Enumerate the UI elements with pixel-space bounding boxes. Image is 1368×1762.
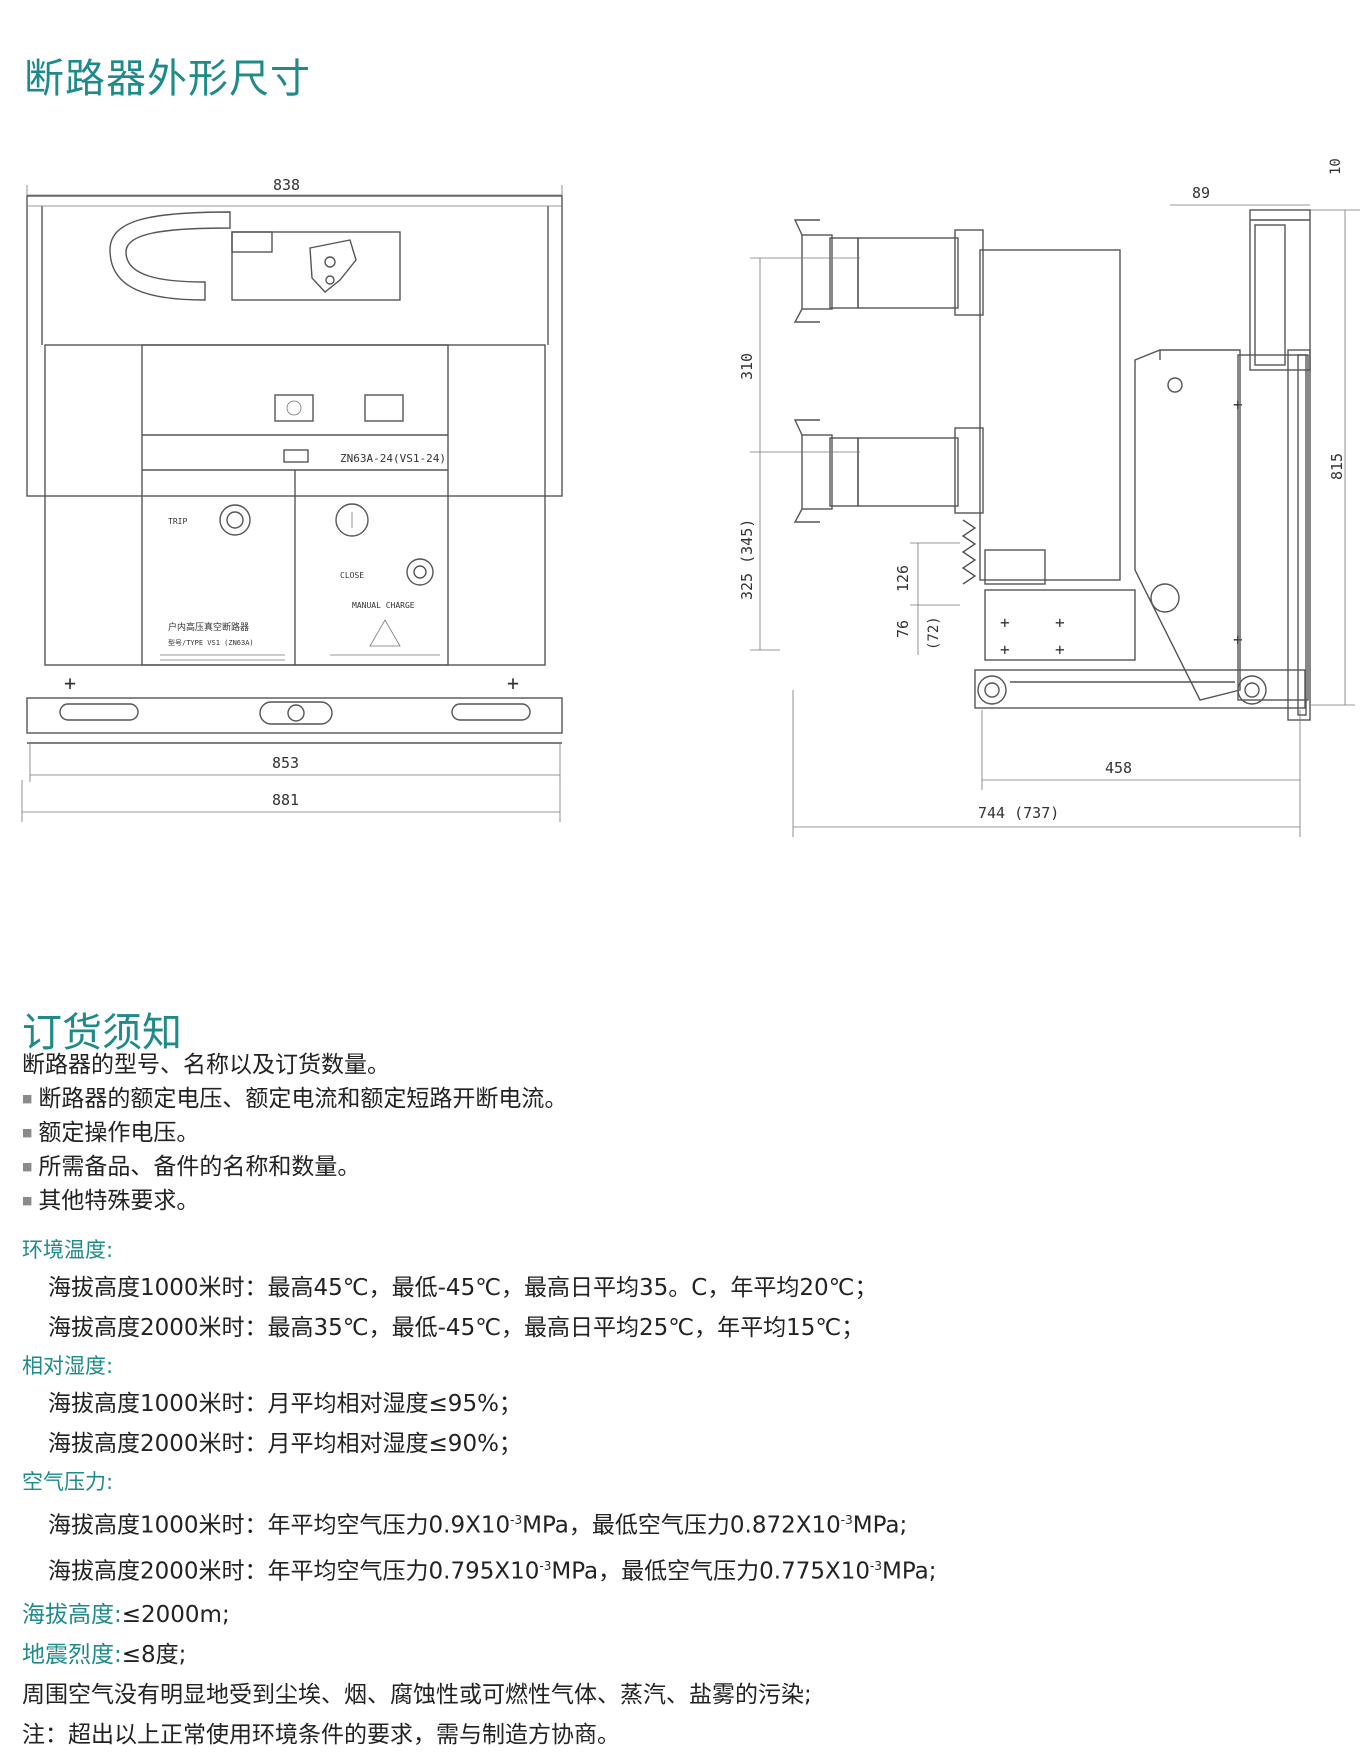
exponent: -3 bbox=[870, 1558, 882, 1573]
pressure-1000: 海拔高度1000米时：年平均空气压力0.9X10-3MPa，最低空气压力0.87… bbox=[22, 1500, 937, 1546]
exponent: -3 bbox=[840, 1513, 853, 1527]
ordering-list: 断路器的型号、名称以及订货数量。 断路器的额定电压、额定电流和额定短路开断电流。… bbox=[22, 1048, 567, 1218]
trip-label: TRIP bbox=[168, 517, 187, 526]
temp-label: 环境温度: bbox=[22, 1238, 114, 1262]
dim-881: 881 bbox=[272, 791, 299, 809]
svg-text:+: + bbox=[507, 671, 519, 695]
seismic-line: 地震烈度:≤8度; bbox=[22, 1635, 937, 1675]
close-label: CLOSE bbox=[340, 571, 364, 580]
altitude-line: 海拔高度:≤2000m; bbox=[22, 1595, 937, 1635]
p1000-c: MPa; bbox=[852, 1512, 908, 1539]
front-view: 838 ZN63A-24(VS1-24) TRIP CLOS bbox=[21, 176, 563, 822]
ordering-item-text: 所需备品、备件的名称和数量。 bbox=[38, 1154, 361, 1180]
p1000-b: MPa，最低空气压力0.872X10 bbox=[522, 1512, 841, 1539]
nameplate-type: 型号/TYPE VS1 (ZN63A) bbox=[168, 638, 254, 647]
pressure-2000: 海拔高度2000米时：年平均空气压力0.795X10-3MPa，最低空气压力0.… bbox=[22, 1546, 937, 1592]
ordering-item: 其他特殊要求。 bbox=[22, 1184, 567, 1218]
svg-text:+: + bbox=[1055, 640, 1065, 659]
nameplate-title: 户内高压真空断路器 bbox=[168, 621, 249, 633]
dim-72: (72) bbox=[926, 616, 942, 650]
hum-1000: 海拔高度1000米时：月平均相对湿度≤95%； bbox=[48, 1391, 522, 1417]
temp-1000: 海拔高度1000米时：最高45℃，最低-45℃，最高日平均35。C，年平均20℃… bbox=[48, 1275, 878, 1301]
ordering-item-text: 断路器的额定电压、额定电流和额定短路开断电流。 bbox=[38, 1086, 568, 1112]
hum-2000: 海拔高度2000米时：月平均相对湿度≤90%； bbox=[48, 1431, 522, 1457]
svg-text:+: + bbox=[1055, 613, 1065, 632]
side-view: 10 89 + + + + + bbox=[738, 158, 1360, 837]
page-title: 断路器外形尺寸 bbox=[24, 56, 311, 102]
ordering-item-text: 其他特殊要求。 bbox=[38, 1188, 200, 1214]
ordering-item-text: 额定操作电压。 bbox=[38, 1120, 200, 1146]
dim-744: 744 (737) bbox=[978, 804, 1059, 822]
dim-126: 126 bbox=[894, 565, 912, 592]
seismic-label: 地震烈度: bbox=[22, 1642, 122, 1669]
dimension-drawing: 838 ZN63A-24(VS1-24) TRIP CLOS bbox=[21, 158, 1360, 837]
dim-838: 838 bbox=[273, 176, 300, 194]
ordering-heading: 订货须知 bbox=[22, 1010, 182, 1056]
altitude-value: ≤2000m; bbox=[121, 1602, 230, 1629]
dim-458: 458 bbox=[1105, 759, 1132, 777]
environment-section: 环境温度: 海拔高度1000米时：最高45℃，最低-45℃，最高日平均35。C，… bbox=[22, 1232, 937, 1755]
dim-76: 76 bbox=[894, 620, 912, 638]
svg-text:+: + bbox=[64, 671, 76, 695]
p2000-a: 海拔高度2000米时：年平均空气压力0.795X10 bbox=[48, 1558, 540, 1585]
seismic-value: ≤8度; bbox=[121, 1642, 187, 1669]
exponent: -3 bbox=[510, 1513, 523, 1527]
p2000-b: MPa，最低空气压力0.775X10 bbox=[551, 1558, 871, 1585]
ordering-item: 额定操作电压。 bbox=[22, 1116, 567, 1150]
svg-text:+: + bbox=[1000, 613, 1010, 632]
model-plate: ZN63A-24(VS1-24) bbox=[340, 452, 446, 465]
air-note: 周围空气没有明显地受到尘埃、烟、腐蚀性或可燃性气体、蒸汽、盐雾的污染; bbox=[22, 1682, 812, 1709]
ordering-item: 所需备品、备件的名称和数量。 bbox=[22, 1150, 567, 1184]
ordering-item: 断路器的额定电压、额定电流和额定短路开断电流。 bbox=[22, 1082, 567, 1116]
p2000-c: MPa; bbox=[882, 1558, 937, 1585]
p1000-a: 海拔高度1000米时：年平均空气压力0.9X10 bbox=[48, 1512, 511, 1539]
dim-853: 853 bbox=[272, 754, 299, 772]
svg-text:+: + bbox=[1000, 640, 1010, 659]
manual-charge-label: MANUAL CHARGE bbox=[352, 601, 415, 610]
temp-2000: 海拔高度2000米时：最高35℃，最低-45℃，最高日平均25℃，年平均15℃； bbox=[48, 1315, 865, 1341]
humidity-label: 相对湿度: bbox=[22, 1354, 114, 1378]
dim-325: 325 (345) bbox=[738, 519, 756, 600]
ordering-item: 断路器的型号、名称以及订货数量。 bbox=[22, 1052, 390, 1078]
exponent: -3 bbox=[539, 1558, 552, 1573]
dim-310: 310 bbox=[738, 353, 756, 380]
pressure-label: 空气压力: bbox=[22, 1470, 114, 1494]
svg-text:+: + bbox=[1233, 630, 1243, 649]
dim-815: 815 bbox=[1328, 453, 1346, 480]
svg-text:+: + bbox=[1233, 395, 1243, 414]
dim-10: 10 bbox=[1328, 158, 1344, 175]
dim-89: 89 bbox=[1192, 184, 1210, 202]
note: 注：超出以上正常使用环境条件的要求，需与制造方协商。 bbox=[22, 1722, 620, 1749]
altitude-label: 海拔高度: bbox=[22, 1602, 122, 1629]
